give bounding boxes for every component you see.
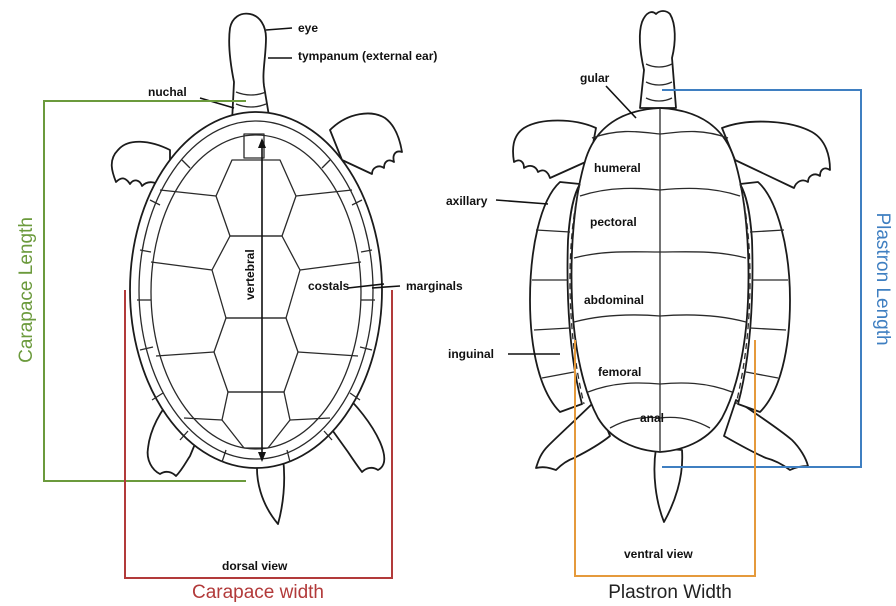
ventral-neck-head (640, 11, 676, 108)
carapace-width-label: Carapace width (192, 582, 324, 603)
label-femoral: femoral (598, 365, 641, 379)
carapace-length-label: Carapace Length (16, 217, 37, 363)
label-abdominal: abdominal (584, 293, 644, 307)
plastron-length-label: Plastron Length (872, 212, 893, 345)
label-inguinal: inguinal (448, 347, 494, 361)
dorsal-turtle-drawing: eye tympanum (external ear) nuchal verte… (112, 14, 463, 573)
label-humeral: humeral (594, 161, 641, 175)
label-axillary: axillary (446, 194, 488, 208)
label-marginals: marginals (406, 279, 463, 293)
ventral-tail (654, 448, 682, 522)
label-tympanum: tympanum (external ear) (298, 49, 437, 63)
label-nuchal: nuchal (148, 85, 187, 99)
label-anal: anal (640, 411, 664, 425)
ventral-turtle-drawing: gular humeral axillary pectoral abdomina… (446, 11, 830, 561)
label-pectoral: pectoral (590, 215, 637, 229)
label-gular: gular (580, 71, 610, 85)
label-dorsal-view: dorsal view (222, 559, 288, 573)
ventral-right-hind-leg (724, 400, 808, 470)
label-costals: costals (308, 279, 350, 293)
label-vertebral: vertebral (243, 249, 257, 300)
label-eye: eye (298, 21, 318, 35)
dorsal-neck-head (229, 14, 270, 122)
label-ventral-view: ventral view (624, 547, 693, 561)
plastron-width-label: Plastron Width (608, 582, 732, 603)
